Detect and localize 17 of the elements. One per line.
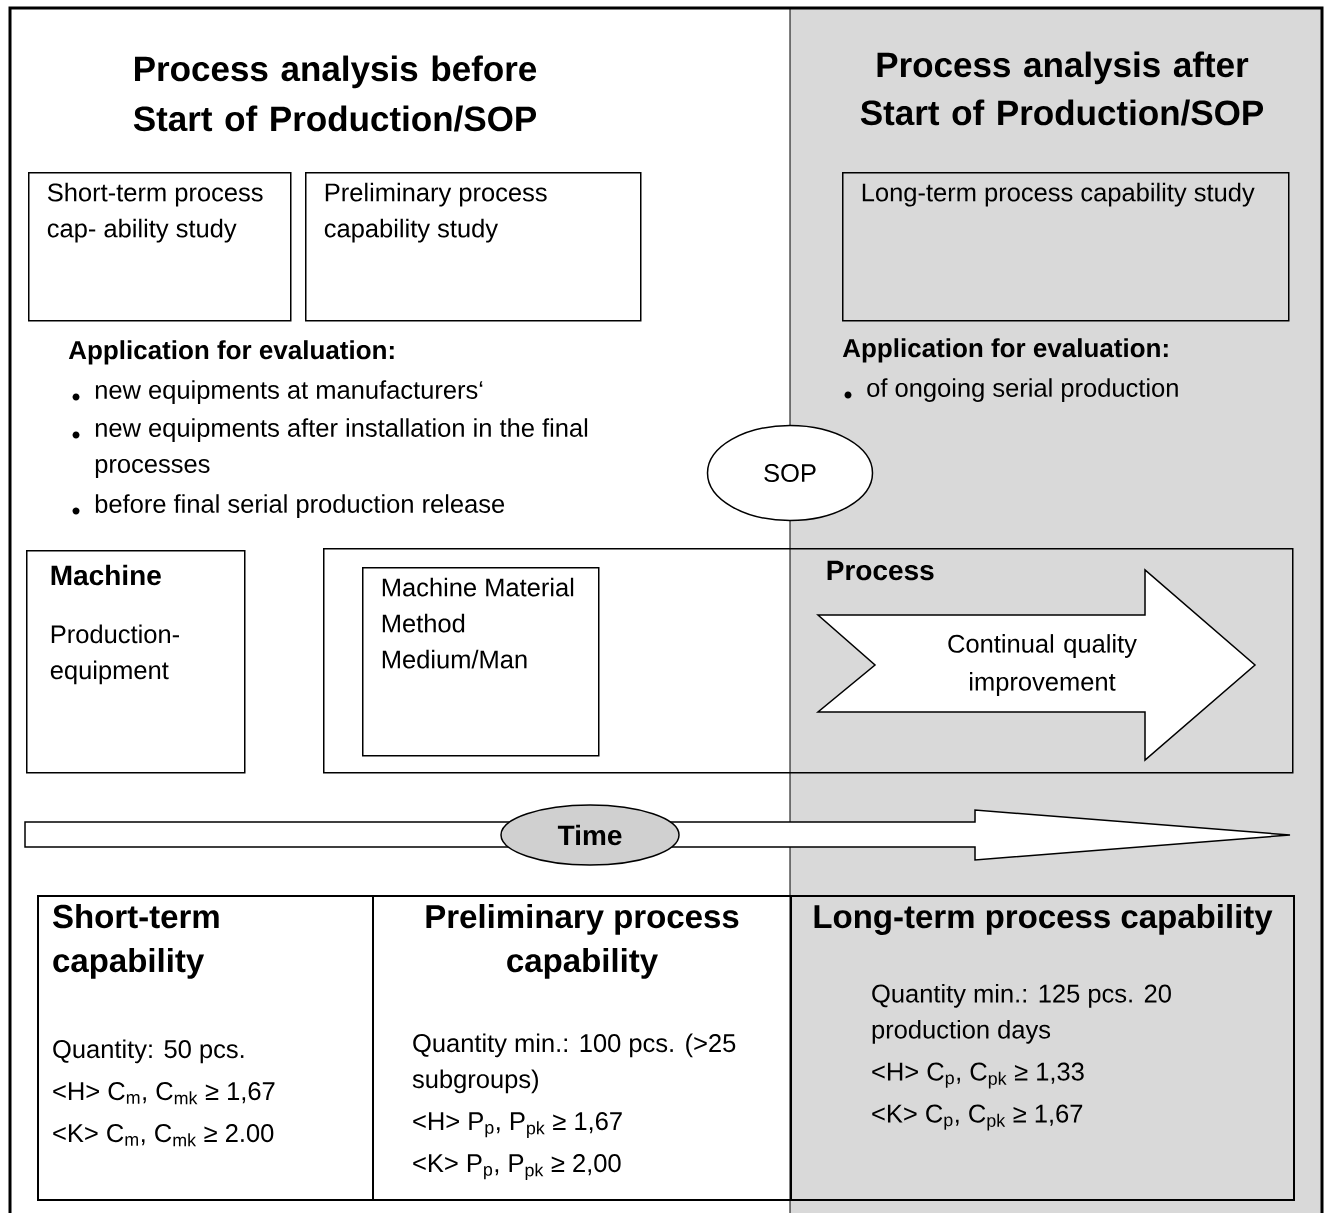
subheading: Application for evaluation: xyxy=(842,338,1168,363)
process-box: Machine Material Method Medium/Man xyxy=(362,567,600,757)
bullet-item: of ongoing serial production xyxy=(844,378,1178,402)
table-cell: Long-term process capability Quantity min.: 125 pcs. 20 production days <H> C$_{p}$, C$_{pk}$ ≥ 1,33 <K> C$_{p}$, C$_{pk}$ ≥ 1,67 xyxy=(790,895,1295,1201)
heading: Process analysis after Start of Production/SOP xyxy=(860,51,1264,126)
oval: Time xyxy=(500,804,680,866)
process-box: Machine Production-equipment xyxy=(26,550,246,774)
table-cell: Short-term capability Quantity: 50 pcs. <H> C$_{m}$, C$_{mk}$ ≥ 1,67 <K> C$_{m}$, C$_{mk}$ ≥ 2.00 xyxy=(37,895,374,1201)
oval: SOP xyxy=(706,424,874,522)
heading: Process analysis before Start of Production/SOP xyxy=(133,55,537,132)
bullet-item: before final serial production release xyxy=(72,494,505,518)
subheading: Application for evaluation: xyxy=(68,340,394,365)
process-box: Long-term process capability study xyxy=(842,172,1290,322)
process-box: Short-term process cap- ability study xyxy=(28,172,292,322)
bullet-item: new equipments at manufacturers‘ xyxy=(72,380,483,404)
table-cell: Preliminary process capability Quantity min.: 100 pcs. (>25 subgroups) <H> P$_{p}$, P$_{pk}$ ≥ 1,67 <K> P$_{p}$, P$_{pk}$ ≥ 2,00 xyxy=(372,895,792,1201)
process-box: Preliminary process capability study xyxy=(305,172,642,322)
